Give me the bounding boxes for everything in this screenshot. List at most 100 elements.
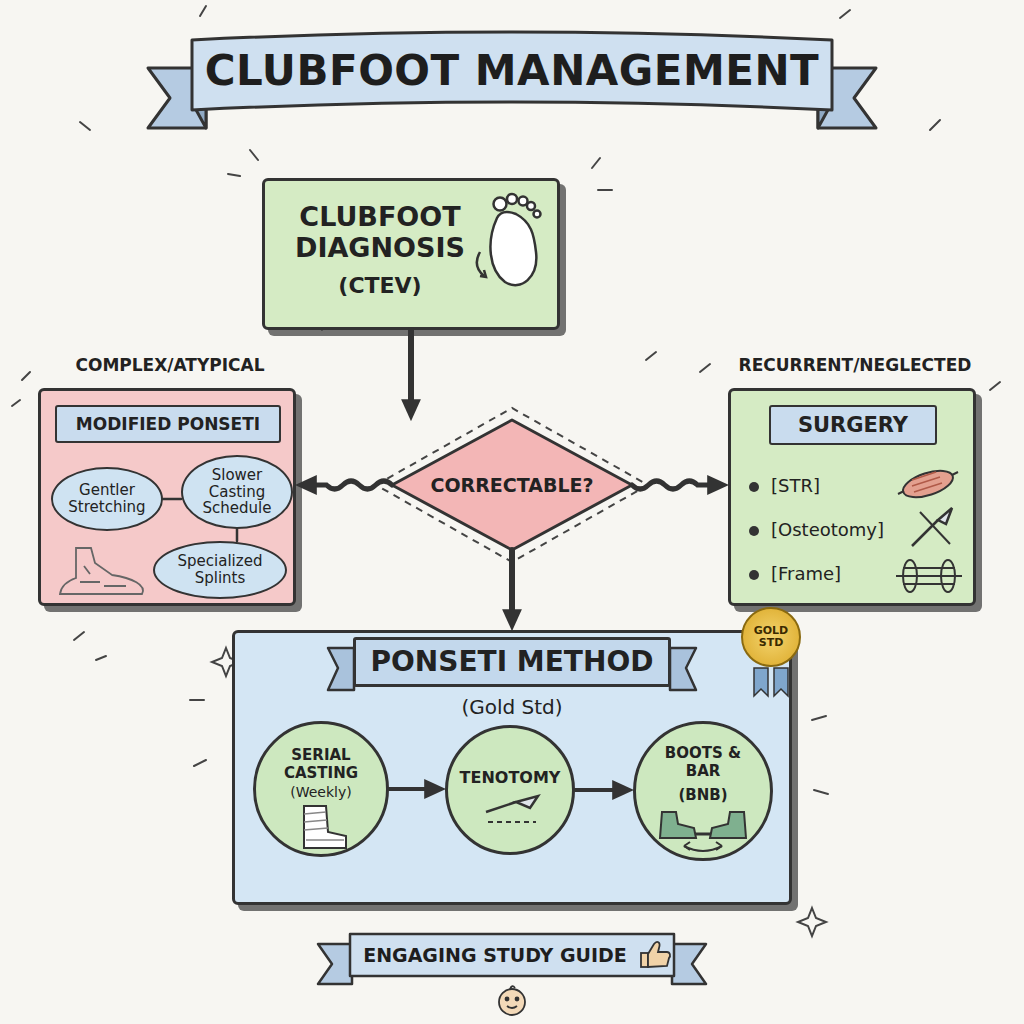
foot-bone-sketch-part <box>80 566 126 586</box>
sketch-sparkles-part <box>990 382 1000 390</box>
diamond-fill <box>392 420 632 550</box>
complex-case-box: COMPLEX/ATYPICALMODIFIED PONSETIGentler … <box>38 388 296 606</box>
option-oval: Gentler Stretching <box>51 467 163 531</box>
baby-face-icon-part <box>516 998 519 1001</box>
muscle-icon-part <box>912 472 942 492</box>
caption-text: ENGAGING STUDY GUIDE <box>352 934 638 976</box>
boots-and-bar-icon <box>660 812 746 851</box>
option-oval: Specialized Splints <box>153 541 287 599</box>
sketch-sparkles-part <box>814 790 828 794</box>
scalpel-icon <box>912 508 952 546</box>
caption-ribbon-part <box>350 934 674 976</box>
foot-icon-part <box>477 252 484 276</box>
foot-icon-part <box>519 197 528 206</box>
sketch-sparkles-part <box>700 364 710 372</box>
node-text: MODIFIED PONSETI <box>55 405 281 443</box>
cast-icon-part <box>304 806 346 848</box>
sketch-sparkles-part <box>250 150 258 160</box>
flow-arrow <box>408 330 414 408</box>
node-label: Slower Casting Schedule <box>183 457 291 527</box>
scalpel-icon-part <box>912 520 938 546</box>
step-circle: SERIAL CASTING(Weekly) <box>253 721 389 857</box>
external-frame-icon-part <box>903 567 955 569</box>
sketch-sparkles-part <box>646 352 656 360</box>
sketch-sparkles-part <box>812 716 826 720</box>
scalpel-icon-part <box>920 512 950 544</box>
boots-and-bar-icon-part <box>660 812 696 838</box>
muscle-icon <box>898 466 958 503</box>
wavy-arrow <box>632 481 716 489</box>
sketch-sparkles-part <box>798 908 826 936</box>
decision-diamond: CORRECTABLE? <box>392 420 632 550</box>
bullet-dots-part <box>749 526 759 536</box>
surgery-box: RECURRENT/NEGLECTEDSURGERY[STR][Osteotom… <box>728 388 976 606</box>
sketch-sparkles-part <box>200 6 206 16</box>
sketch-sparkles-part <box>22 372 30 380</box>
muscle-icon-part <box>898 491 904 494</box>
caption-ribbon-part <box>318 944 352 984</box>
external-frame-icon <box>896 560 962 592</box>
flow-arrow <box>389 787 433 791</box>
baby-face-icon-part <box>507 1006 517 1008</box>
node-text: [Osteotomy] <box>771 519 884 541</box>
sketch-sparkles-part <box>96 656 106 660</box>
foot-bone-sketch <box>60 548 143 594</box>
thumbs-up-icon <box>641 942 670 967</box>
bullet-dots-part <box>749 570 759 580</box>
external-frame-icon-part <box>896 575 962 577</box>
thumbs-up-icon-part <box>648 942 670 967</box>
foot-icon-part <box>494 198 507 211</box>
baby-face-icon-part <box>499 989 525 1015</box>
sketch-sparkles-part <box>80 122 90 130</box>
node-label: TENOTOMY <box>448 768 572 787</box>
caption-ribbon <box>318 934 706 984</box>
sketch-sparkles-part <box>190 699 204 701</box>
gold-seal-ribbons-part <box>774 668 788 696</box>
scalpel-icon-part <box>938 508 952 524</box>
gold-seal-ribbons-part <box>754 668 768 696</box>
title-ribbon-part <box>192 32 832 110</box>
node-text: (BNB) <box>636 786 770 804</box>
external-frame-icon-part <box>903 583 955 585</box>
flow-arrow <box>575 788 621 792</box>
node-label: CORRECTABLE? <box>392 420 632 550</box>
tenotomy-scalpel-part <box>516 796 538 808</box>
boots-and-bar-icon-part <box>680 833 726 836</box>
node-label: RECURRENT/NEGLECTED <box>701 355 1009 375</box>
node-label: COMPLEX/ATYPICAL <box>21 355 319 375</box>
tenotomy-scalpel-part <box>488 821 536 823</box>
external-frame-icon-part <box>941 560 955 592</box>
baby-face-icon <box>499 986 525 1015</box>
foot-icon-part <box>490 212 536 285</box>
node-label: Gentler Stretching <box>53 469 161 529</box>
node-label: Specialized Splints <box>155 543 285 597</box>
wavy-arrow <box>308 481 392 489</box>
ponseti-ribbon-ends-part <box>670 648 696 690</box>
sketch-sparkles-part <box>598 189 612 191</box>
connector-line <box>236 529 239 541</box>
node-text: [STR] <box>771 475 820 497</box>
foot-bone-sketch-part <box>60 548 143 594</box>
node-label: PONSETI METHOD <box>353 637 671 687</box>
external-frame-icon-part <box>903 560 917 592</box>
node-label: BOOTS & BAR <box>654 744 752 780</box>
tenotomy-scalpel-part <box>486 802 516 812</box>
node-text: [Frame] <box>771 563 841 585</box>
sketch-sparkles-part <box>228 174 240 176</box>
foot-icon-part <box>480 270 486 277</box>
foot-icon-part <box>534 211 541 218</box>
ponseti-box: PONSETI METHOD(Gold Std)GOLD STDSERIAL C… <box>232 630 792 905</box>
node-label: SERIAL CASTING <box>256 746 386 782</box>
node-label: CLUBFOOT DIAGNOSIS <box>273 201 487 263</box>
sketch-sparkles <box>12 6 1000 936</box>
option-oval: Slower Casting Schedule <box>181 455 293 529</box>
cast-icon <box>304 806 346 848</box>
caption-ribbon-part <box>672 944 706 984</box>
sketch-sparkles-part <box>930 120 940 130</box>
connector-line <box>163 498 181 501</box>
ponseti-ribbon-ends-part <box>328 648 354 690</box>
sketch-sparkles-part <box>12 400 20 406</box>
boots-and-bar-icon-part <box>684 846 722 851</box>
bullet-dots <box>749 482 759 580</box>
